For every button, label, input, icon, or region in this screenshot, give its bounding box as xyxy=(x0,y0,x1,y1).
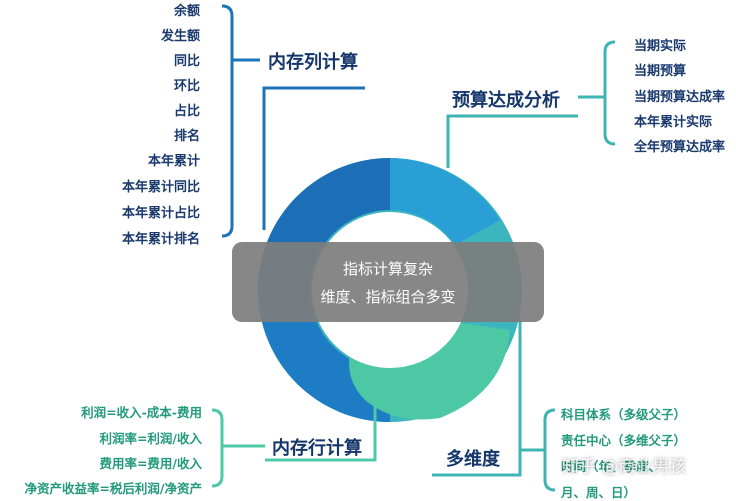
connector-memory-row xyxy=(211,404,377,488)
budget-analysis-item: 当期预算 xyxy=(634,64,687,79)
budget-analysis-title: 预算达成分析 xyxy=(452,90,560,111)
memory-column-item: 环比 xyxy=(173,79,200,94)
connector-budget-analysis xyxy=(446,40,616,168)
memory-row-title: 内存行计算 xyxy=(272,438,362,459)
multi-dimension-item: 责任中心（多维父子） xyxy=(561,433,687,448)
watermark: 知乎 @商业男孩 xyxy=(562,457,687,477)
memory-column-item: 排名 xyxy=(173,129,200,144)
memory-column-item: 占比 xyxy=(173,104,200,119)
budget-analysis-item: 全年预算达成率 xyxy=(634,140,726,155)
center-summary-box: 指标计算复杂 维度、指标组合多变 xyxy=(232,242,544,322)
memory-column-item: 本年累计排名 xyxy=(121,232,200,247)
center-line-1: 指标计算复杂 xyxy=(342,260,433,278)
multi-dimension-item: 科目体系（多级父子） xyxy=(561,407,687,422)
memory-column-item: 本年累计同比 xyxy=(121,180,200,195)
multi-dimension-item: 月、周、日） xyxy=(561,485,637,500)
memory-row-item: 费用率=费用/收入 xyxy=(99,456,202,471)
center-line-2: 维度、指标组合多变 xyxy=(320,288,456,306)
ring-segment-light-blue xyxy=(390,158,500,245)
connector-memory-column xyxy=(221,4,365,238)
memory-column-item: 本年累计占比 xyxy=(121,206,200,221)
memory-column-item: 本年累计 xyxy=(147,154,200,169)
memory-column-item: 同比 xyxy=(173,54,200,69)
memory-row-item: 利润率=利润/收入 xyxy=(99,431,202,446)
multi-dimension-item: 时间（年、季度、 xyxy=(561,459,662,474)
memory-column-title: 内存列计算 xyxy=(268,52,358,73)
budget-analysis-item: 当期实际 xyxy=(634,39,687,54)
memory-row-item: 利润=收入-成本-费用 xyxy=(81,405,202,420)
memory-column-item: 余额 xyxy=(173,4,200,19)
multi-dimension-title: 多维度 xyxy=(446,449,500,470)
budget-analysis-item: 本年累计实际 xyxy=(634,115,713,130)
connector-multi-dimension xyxy=(432,318,556,492)
memory-row-item: 净资产收益率=税后利润/净资产 xyxy=(24,481,202,496)
memory-column-item: 发生额 xyxy=(160,29,200,44)
budget-analysis-item: 当期预算达成率 xyxy=(634,90,726,105)
